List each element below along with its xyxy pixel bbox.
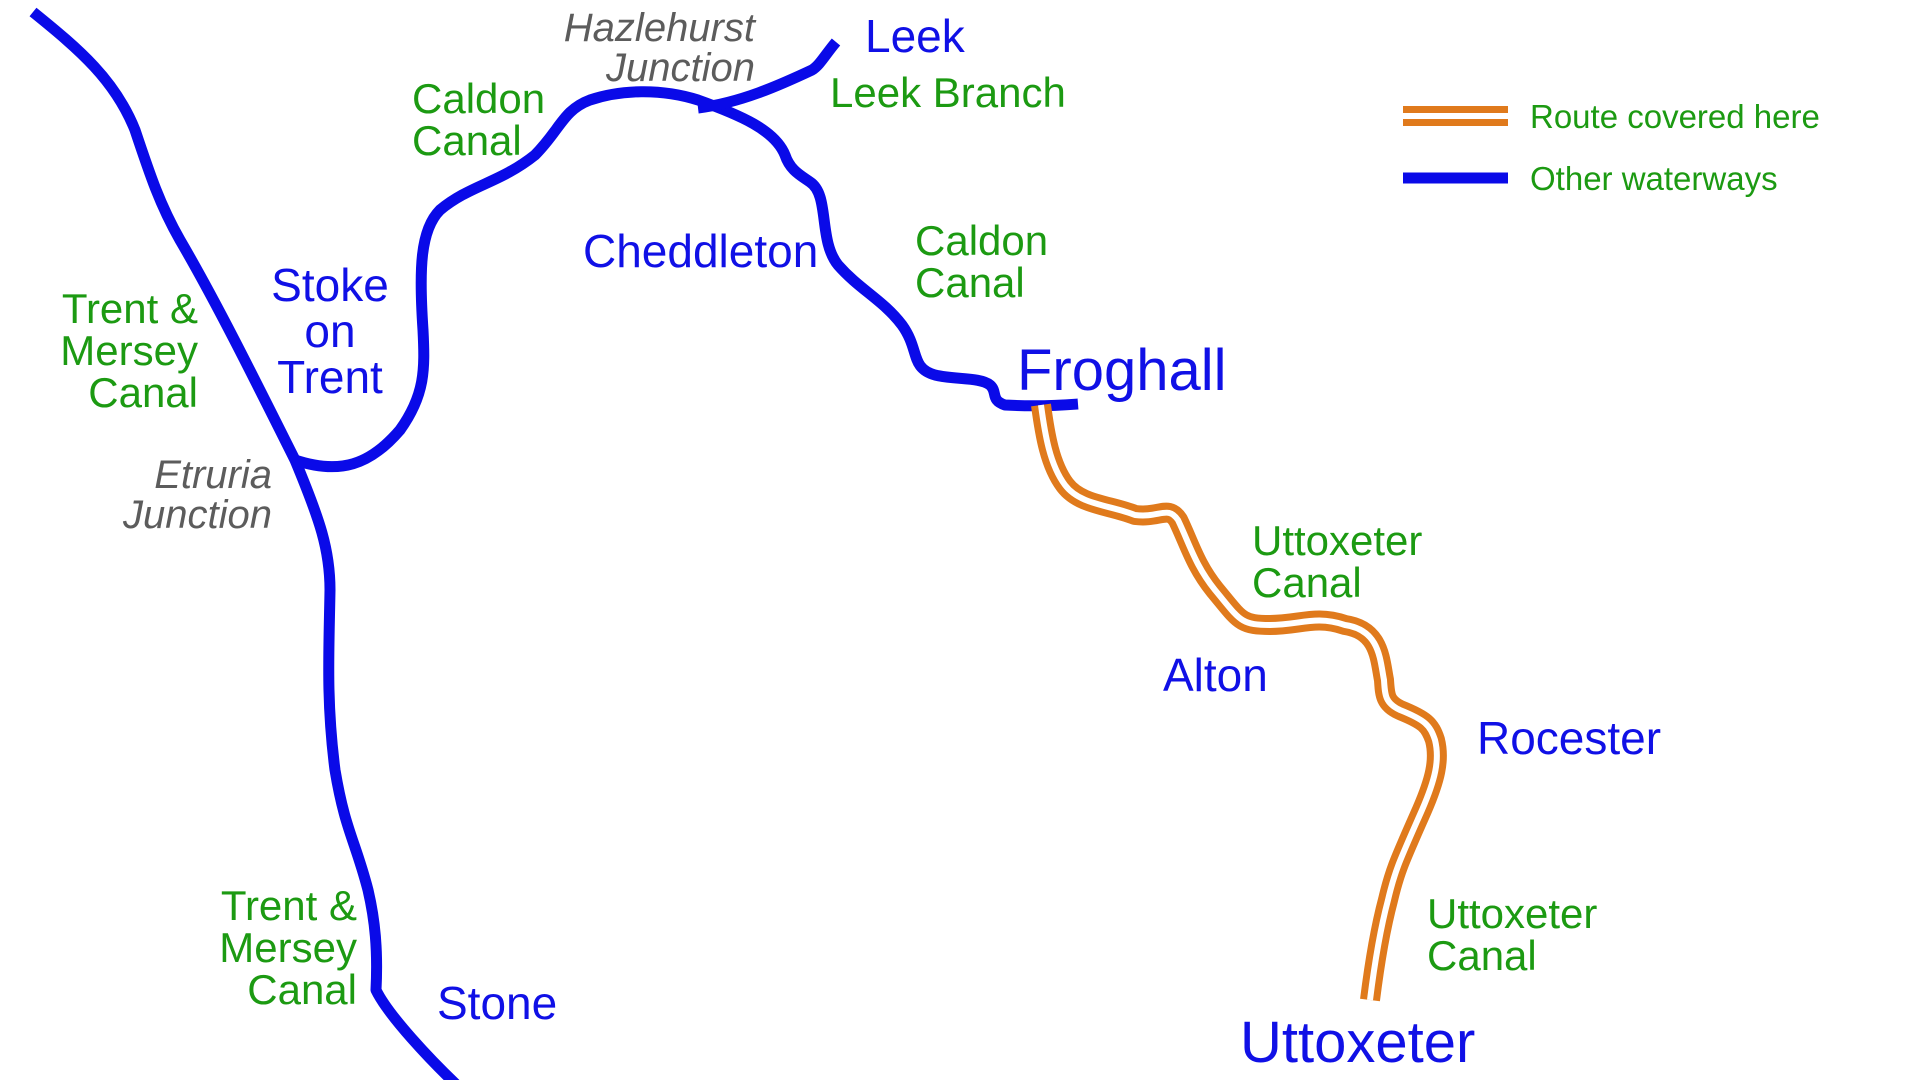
stoke-line-2: on (304, 305, 356, 357)
uttoxeter-south-line-2: Canal (1427, 932, 1537, 979)
canal-label-trent-mersey-north: Trent & Mersey Canal (40, 288, 198, 414)
stoke-line-1: Stoke (271, 259, 389, 311)
canal-label-trent-mersey-south: Trent & Mersey Canal (185, 885, 357, 1011)
place-label-froghall: Froghall (1017, 338, 1227, 403)
place-label-uttoxeter: Uttoxeter (1240, 1010, 1476, 1075)
route-outer-line (1031, 403, 1447, 1002)
leek-branch-line (697, 38, 841, 114)
caldon-north-line-1: Caldon (412, 75, 546, 122)
trent-mersey-north-line-3: Canal (88, 369, 198, 416)
place-label-alton: Alton (1163, 649, 1268, 701)
place-label-leek: Leek (865, 10, 965, 62)
route-uttoxeter-canal (1031, 403, 1447, 1002)
legend-route-label: Route covered here (1530, 98, 1820, 135)
place-label-stoke-on-trent: Stoke on Trent (265, 262, 395, 400)
etruria-line-1: Etruria (154, 453, 272, 497)
canal-label-uttoxeter-north: Uttoxeter Canal (1252, 520, 1422, 604)
place-label-cheddleton: Cheddleton (583, 225, 819, 277)
junction-label-etruria: Etruria Junction (100, 455, 272, 535)
trent-mersey-north-line-1: Trent & (61, 285, 198, 332)
legend-swatches (1403, 106, 1508, 184)
canal-label-leek-branch: Leek Branch (830, 69, 1066, 116)
etruria-line-2: Junction (123, 493, 272, 537)
stoke-line-3: Trent (277, 351, 383, 403)
caldon-canal-line (293, 86, 1079, 473)
canal-label-caldon-east: Caldon Canal (915, 220, 1048, 304)
junction-label-hazlehurst: Hazlehurst Junction (520, 8, 755, 88)
trent-mersey-south-line-2: Mersey (219, 924, 357, 971)
caldon-east-line-1: Caldon (915, 217, 1049, 264)
route-inner-line (1038, 404, 1440, 1001)
canal-label-uttoxeter-south: Uttoxeter Canal (1427, 893, 1597, 977)
place-label-rocester: Rocester (1477, 712, 1662, 764)
uttoxeter-south-line-1: Uttoxeter (1427, 890, 1598, 937)
uttoxeter-north-line-2: Canal (1252, 559, 1362, 606)
uttoxeter-north-line-1: Uttoxeter (1252, 517, 1423, 564)
trent-mersey-south-line-3: Canal (247, 966, 357, 1013)
caldon-east-line-2: Canal (915, 259, 1025, 306)
trent-mersey-canal-line (29, 7, 460, 1080)
legend-other-label: Other waterways (1530, 160, 1778, 197)
caldon-north-line-2: Canal (412, 117, 522, 164)
canal-label-caldon-north: Caldon Canal (412, 78, 545, 162)
trent-mersey-north-line-2: Mersey (60, 327, 198, 374)
place-label-stone: Stone (437, 977, 558, 1029)
hazlehurst-line-1: Hazlehurst (563, 6, 755, 50)
hazlehurst-line-2: Junction (606, 46, 755, 90)
trent-mersey-south-line-1: Trent & (220, 882, 357, 929)
other-waterways (29, 7, 1079, 1080)
